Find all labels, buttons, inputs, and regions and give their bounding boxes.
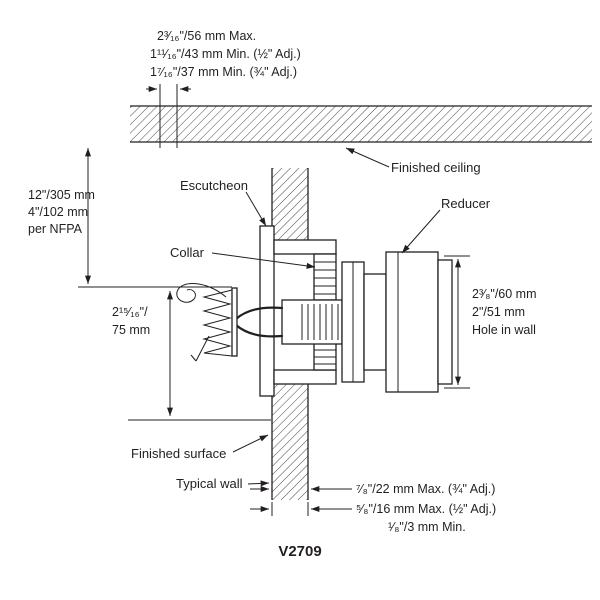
dim-top-text-1: 2³⁄₁₆"/56 mm Max. <box>157 29 256 43</box>
pipe-stub <box>437 259 453 385</box>
dim-bottom-text-1: ⁷⁄₈"/22 mm Max. (¾" Adj.) <box>356 482 495 496</box>
drawing-number: V2709 <box>278 543 321 560</box>
wall-upper-hatch <box>272 168 308 240</box>
dim-top: 2³⁄₁₆"/56 mm Max. 1¹¹⁄₁₆"/43 mm Min. (½"… <box>146 29 301 148</box>
label-collar: Collar <box>170 245 205 260</box>
dim-top-text-2: 1¹¹⁄₁₆"/43 mm Min. (½" Adj.) <box>150 47 301 61</box>
label-finished-ceiling: Finished ceiling <box>391 160 481 175</box>
dim-nfpa-text-3: per NFPA <box>28 222 83 236</box>
ceiling-hatch <box>130 106 592 142</box>
dim-top-text-3: 1⁷⁄₁₆"/37 mm Min. (¾" Adj.) <box>150 65 297 79</box>
dim-hole-text-3: Hole in wall <box>472 323 536 337</box>
wall-section-upper <box>271 168 309 241</box>
wall-lower-hatch <box>272 384 308 500</box>
leader-finished-ceiling <box>345 147 390 168</box>
dim-nfpa-text-1: 12"/305 mm <box>28 188 95 202</box>
dim-nfpa-text-2: 4"/102 mm <box>28 205 88 219</box>
leader-escutcheon <box>245 191 267 227</box>
leader-reducer <box>401 209 441 254</box>
dim-bottom-text-2: ⁵⁄₈"/16 mm Max. (½" Adj.) <box>356 502 496 516</box>
label-reducer: Reducer <box>441 196 491 211</box>
label-typical-wall: Typical wall <box>176 476 243 491</box>
deflector-pin <box>190 335 210 362</box>
collar-serration-bottom <box>313 341 337 371</box>
dim-hole-text-1: 2³⁄₈"/60 mm <box>472 287 537 301</box>
deflector-curl <box>176 283 227 303</box>
hex-nut <box>341 261 365 383</box>
escutcheon-cup-bottom <box>273 369 337 385</box>
dim-bottom-text-3: ¹⁄₈"/3 mm Min. <box>388 520 466 534</box>
dim-left-nfpa: 12"/305 mm 4"/102 mm per NFPA <box>28 148 232 288</box>
dim-75-text-2: 75 mm <box>112 323 150 337</box>
reducer-body <box>385 251 439 393</box>
dim-bottom: ⁷⁄₈"/22 mm Max. (¾" Adj.) ⁵⁄₈"/16 mm Max… <box>250 482 496 534</box>
frame-arm-top <box>234 306 284 321</box>
escutcheon-plate <box>259 225 275 397</box>
label-finished-surface: Finished surface <box>131 446 226 461</box>
collar-serration-top <box>313 253 337 301</box>
dim-hole-text-2: 2"/51 mm <box>472 305 525 319</box>
leader-finished-surface <box>232 434 269 453</box>
dim-left-deflector: 2¹⁵⁄₁₆"/ 75 mm <box>112 291 271 421</box>
sprinkler-body <box>281 299 343 345</box>
dim-75-text-1: 2¹⁵⁄₁₆"/ <box>112 305 148 319</box>
deflector <box>202 287 238 357</box>
sprinkler-assembly <box>176 225 453 397</box>
label-escutcheon: Escutcheon <box>180 178 248 193</box>
dim-right-hole: 2³⁄₈"/60 mm 2"/51 mm Hole in wall <box>444 255 537 389</box>
wall-section-lower <box>271 383 309 500</box>
finished-ceiling-section <box>130 105 592 143</box>
leader-typical-wall <box>247 480 270 487</box>
fitting-step <box>363 273 387 371</box>
frame-arm-bottom <box>234 323 284 338</box>
leader-collar <box>211 252 316 269</box>
escutcheon-cup-top <box>273 239 337 255</box>
callouts: Finished ceiling Escutcheon Collar Reduc… <box>131 147 491 491</box>
